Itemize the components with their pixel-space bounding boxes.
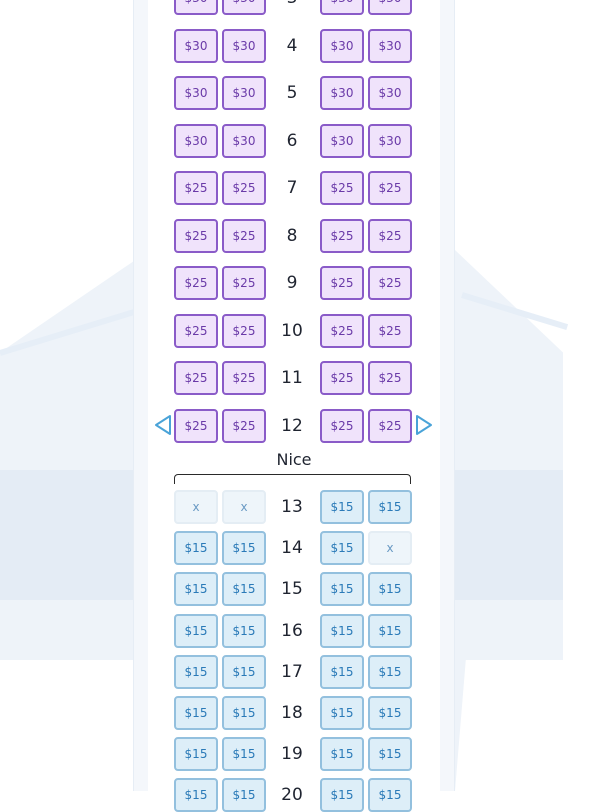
row-number: 17 (281, 661, 303, 682)
seat-button[interactable]: $30 (320, 123, 364, 158)
seat-button[interactable]: $15 (320, 696, 364, 730)
row-number: 20 (281, 785, 303, 806)
seat-button[interactable]: $15 (222, 778, 266, 812)
seat-button[interactable]: $25 (320, 313, 364, 348)
seat-button[interactable]: $15 (320, 778, 364, 812)
seat-button[interactable]: $30 (320, 76, 364, 110)
seat-button[interactable]: $25 (174, 408, 218, 443)
seat-button[interactable]: $25 (174, 313, 218, 348)
row-number: 3 (272, 0, 312, 8)
seat-button[interactable]: $25 (174, 171, 218, 205)
row-number: 5 (286, 83, 298, 103)
seat-button[interactable]: $25 (222, 408, 266, 443)
seat-button[interactable]: $25 (320, 408, 364, 443)
seat-button[interactable]: $25 (320, 266, 364, 300)
seat-button[interactable]: $15 (222, 696, 266, 730)
seat-button[interactable]: $30 (320, 0, 364, 15)
seat-button[interactable]: $15 (222, 737, 266, 772)
seat-button[interactable]: $30 (320, 28, 364, 63)
seat-button[interactable]: $15 (320, 490, 364, 524)
seat-button[interactable]: $25 (222, 218, 266, 253)
seat-button[interactable]: $15 (222, 654, 266, 689)
seat-button[interactable]: $25 (368, 313, 412, 348)
seat-button[interactable]: $30 (174, 76, 218, 110)
left-wing-band (0, 470, 150, 600)
row-number: 12 (281, 415, 303, 436)
seat-button[interactable]: $25 (368, 171, 412, 205)
seat-button[interactable]: $25 (174, 218, 218, 253)
right-wing-band (455, 470, 563, 600)
seat-button[interactable]: $30 (174, 0, 218, 15)
seat-button[interactable]: $15 (368, 778, 412, 812)
seat-unavailable: x (222, 490, 266, 524)
seat-button[interactable]: $30 (222, 76, 266, 110)
seat-button[interactable]: $30 (174, 28, 218, 63)
seat-button[interactable]: $25 (368, 361, 412, 395)
seat-button[interactable]: $15 (320, 613, 364, 648)
seat-button[interactable]: $25 (320, 218, 364, 253)
seat-button[interactable]: $15 (222, 531, 266, 566)
section-bracket (174, 474, 411, 484)
seat-button[interactable]: $15 (368, 572, 412, 607)
seat-button[interactable]: $15 (174, 696, 218, 730)
seat-button[interactable]: $15 (174, 531, 218, 566)
seat-button[interactable]: $25 (320, 171, 364, 205)
seat-button[interactable]: $25 (368, 266, 412, 300)
prev-icon[interactable] (153, 414, 173, 436)
seat-button[interactable]: $15 (222, 613, 266, 648)
row-number: 14 (281, 538, 303, 559)
seat-button[interactable]: $25 (222, 266, 266, 300)
right-tail (455, 660, 466, 791)
row-number: 19 (281, 744, 303, 765)
seat-unavailable: x (174, 490, 218, 524)
seat-button[interactable]: $15 (368, 696, 412, 730)
row-number: 7 (286, 178, 298, 198)
seat-button[interactable]: $25 (222, 361, 266, 395)
seat-button[interactable]: $30 (368, 0, 412, 15)
row-number: 10 (281, 320, 303, 341)
seat-button[interactable]: $15 (174, 572, 218, 607)
row-number: 9 (286, 273, 298, 293)
row-number: 18 (281, 703, 303, 723)
seat-button[interactable]: $30 (368, 76, 412, 110)
seat-button[interactable]: $30 (368, 28, 412, 63)
row-number: 11 (281, 368, 303, 388)
row-number: 8 (286, 225, 298, 246)
seat-button[interactable]: $15 (320, 572, 364, 607)
section-label: Nice (276, 450, 312, 469)
seat-button[interactable]: $15 (174, 737, 218, 772)
seat-button[interactable]: $30 (222, 28, 266, 63)
row-number: 6 (286, 130, 298, 151)
seat-button[interactable]: $25 (368, 408, 412, 443)
seat-button[interactable]: $30 (222, 123, 266, 158)
seat-button[interactable]: $30 (174, 123, 218, 158)
seat-button[interactable]: $15 (368, 737, 412, 772)
row-number: 4 (286, 35, 298, 56)
seat-button[interactable]: $25 (222, 171, 266, 205)
next-icon[interactable] (414, 414, 434, 436)
seat-button[interactable]: $15 (174, 613, 218, 648)
seat-button[interactable]: $30 (222, 0, 266, 15)
seat-button[interactable]: $15 (320, 654, 364, 689)
seat-button[interactable]: $15 (320, 531, 364, 566)
seat-button[interactable]: $15 (222, 572, 266, 607)
row-number: 13 (281, 497, 303, 517)
row-number: 15 (281, 579, 303, 600)
seat-button[interactable]: $25 (222, 313, 266, 348)
seat-button[interactable]: $15 (368, 654, 412, 689)
seat-button[interactable]: $25 (320, 361, 364, 395)
seat-button[interactable]: $15 (368, 490, 412, 524)
seat-button[interactable]: $30 (368, 123, 412, 158)
seat-button[interactable]: $15 (320, 737, 364, 772)
seat-button[interactable]: $25 (174, 266, 218, 300)
seat-button[interactable]: $15 (174, 778, 218, 812)
seat-button[interactable]: $15 (368, 613, 412, 648)
row-number: 16 (281, 620, 303, 641)
seat-button[interactable]: $25 (174, 361, 218, 395)
seat-button[interactable]: $25 (368, 218, 412, 253)
seat-button[interactable]: $15 (174, 654, 218, 689)
seat-unavailable: x (368, 531, 412, 566)
